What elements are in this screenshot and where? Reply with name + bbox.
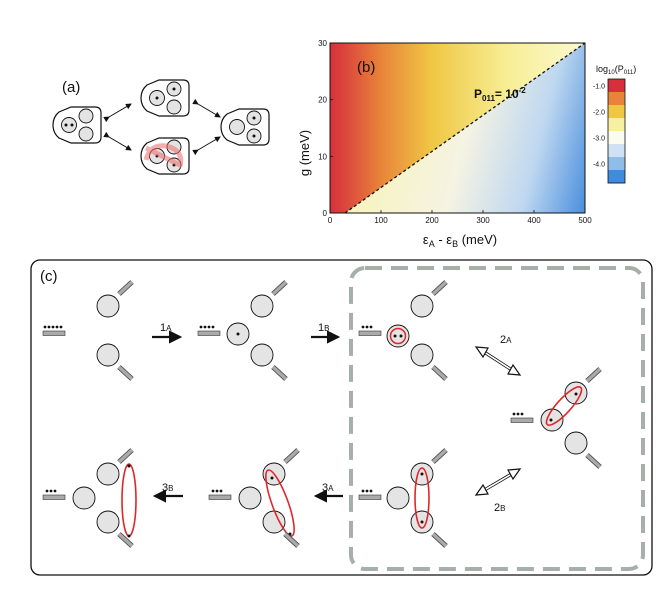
state-left [52, 106, 102, 144]
svg-text:1A: 1A [160, 322, 172, 334]
config-step-6 [42, 448, 137, 548]
y-tick-label: 20 [318, 96, 327, 105]
svg-text:1B: 1B [318, 322, 329, 334]
colorbar-tick-label: -1.0 [593, 84, 605, 91]
x-tick-label: 200 [425, 216, 439, 225]
config-step-2 [358, 280, 448, 381]
colorbar-frame [607, 78, 626, 184]
config-step-1 [197, 280, 288, 381]
y-tick-label: 10 [318, 152, 327, 161]
panel-a-label: (a) [62, 79, 80, 96]
panel-b-label: (b) [357, 59, 375, 76]
transition-arrows-a [103, 98, 221, 156]
svg-text:3B: 3B [162, 482, 173, 494]
x-tick-label: 0 [328, 216, 333, 225]
y-tick-label: 30 [318, 39, 327, 48]
step-2a-arrow: 2A [474, 334, 522, 376]
step-1b-arrow: 1B [311, 322, 341, 344]
colorbar-swatch [608, 170, 625, 184]
forbidden-mark [143, 143, 184, 169]
step-1a-arrow: 1A [152, 322, 183, 344]
colorbar-tick-label: -4.0 [593, 162, 605, 169]
config-step-4 [358, 448, 448, 548]
panel-c-label: (c) [40, 268, 58, 285]
colorbar: -1.0 -2.0 -3.0 -4.0 [593, 78, 626, 184]
x-axis-label: εA - εB (meV) [423, 232, 497, 249]
colorbar-title: log10(P011) [596, 64, 636, 76]
dashed-region [349, 266, 645, 571]
step-3a-arrow: 3A [313, 482, 343, 503]
config-step-5 [208, 448, 300, 548]
panel-c-frame [30, 259, 653, 576]
step-3b-arrow: 3B [152, 482, 183, 503]
x-tick-label: 100 [374, 216, 388, 225]
colorbar-swatch [608, 118, 625, 132]
colorbar-tick-label: -2.0 [593, 110, 605, 117]
step-2b-arrow: 2B [474, 468, 522, 514]
state-top [140, 79, 190, 117]
config-step-0 [42, 280, 134, 381]
colorbar-swatch [608, 105, 625, 119]
config-step-3 [510, 367, 602, 469]
y-axis-label: g (meV) [297, 130, 312, 176]
contour-label: P011= 10-2 [474, 86, 526, 103]
colorbar-tick-label: -3.0 [593, 136, 605, 143]
colorbar-swatch [608, 131, 625, 145]
x-tick-label: 500 [578, 216, 592, 225]
colorbar-swatch [608, 79, 625, 93]
svg-text:2B: 2B [494, 502, 505, 514]
colorbar-swatch [608, 157, 625, 171]
svg-text:3A: 3A [322, 482, 334, 494]
y-tick-label: 0 [323, 209, 328, 218]
axis-ticks: 0 100 200 300 400 500 0 10 20 30 [318, 39, 592, 225]
svg-text:2A: 2A [500, 334, 512, 346]
x-tick-label: 300 [476, 216, 490, 225]
x-tick-label: 400 [527, 216, 541, 225]
colorbar-swatch [608, 144, 625, 158]
state-right [220, 108, 270, 146]
colorbar-swatch [608, 92, 625, 106]
